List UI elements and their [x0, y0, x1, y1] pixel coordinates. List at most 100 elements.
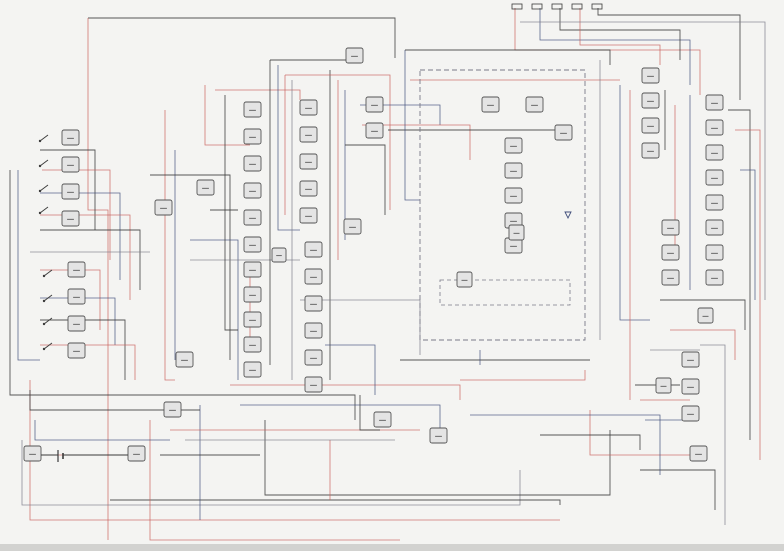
wire-black-6 [110, 499, 561, 505]
wire-black-15 [40, 229, 141, 290]
wire-blue-84 [325, 344, 376, 395]
component-body-9 [243, 128, 262, 145]
wire-black-51 [405, 49, 611, 65]
component-body-72 [23, 445, 42, 462]
component-body-25 [304, 268, 323, 285]
component-layer [23, 47, 724, 462]
switch-contact-6 [43, 317, 53, 325]
wire-red-69 [589, 410, 690, 456]
component-body-27 [304, 322, 323, 339]
dashed-subsystem-inner [439, 279, 571, 306]
rail-terminal-1 [531, 3, 543, 10]
switch-pivot-3 [38, 211, 42, 215]
switch-contact-1 [39, 159, 49, 167]
component-body-5 [67, 288, 86, 305]
component-body-3 [61, 210, 80, 227]
component-body-0 [61, 129, 80, 146]
component-body-14 [243, 261, 262, 278]
switch-pivot-2 [38, 189, 42, 193]
component-body-8 [243, 101, 262, 118]
component-body-60 [525, 96, 544, 113]
component-body-30 [504, 137, 523, 154]
switch-pivot-6 [42, 322, 46, 326]
wire-black-29 [224, 95, 238, 331]
dashed-subsystem-outer [419, 69, 586, 341]
rail-terminal-0 [511, 3, 523, 10]
component-body-19 [299, 99, 318, 116]
component-body-6 [67, 315, 86, 332]
component-body-7 [67, 342, 86, 359]
switch-pivot-5 [42, 299, 46, 303]
component-body-37 [641, 117, 660, 134]
component-body-50 [681, 351, 700, 368]
wire-red-4 [29, 380, 560, 521]
component-body-12 [243, 209, 262, 226]
wire-blue-31 [277, 65, 300, 231]
component-body-2 [61, 183, 80, 200]
component-body-56 [365, 96, 384, 113]
component-body-24 [304, 241, 323, 258]
top-terminal-rail [511, 3, 603, 10]
component-body-48 [661, 244, 680, 261]
component-body-73 [127, 445, 146, 462]
component-body-58 [343, 218, 362, 235]
wire-grey-5 [21, 440, 521, 506]
component-body-39 [705, 94, 724, 111]
component-body-54 [196, 179, 215, 196]
component-body-55 [154, 199, 173, 216]
wire-blue-50 [404, 50, 420, 201]
wire-black-9 [264, 420, 611, 496]
component-body-49 [661, 269, 680, 286]
component-body-68 [429, 427, 448, 444]
wire-black-62 [660, 299, 746, 330]
wire-blue-26 [190, 239, 239, 380]
wire-black-23 [150, 174, 231, 360]
component-body-62 [508, 224, 525, 241]
switch-contact-3 [39, 206, 49, 214]
wire-black-82 [359, 395, 380, 431]
wire-grey-72 [700, 344, 726, 525]
switch-contact-0 [39, 134, 49, 142]
component-body-28 [304, 349, 323, 366]
wire-black-46 [559, 8, 681, 60]
wire-black-39 [345, 144, 386, 215]
wire-red-47 [579, 8, 661, 65]
wire-red-85 [460, 370, 586, 381]
wire-blue-54 [619, 85, 650, 321]
component-body-65 [175, 351, 194, 368]
subsystem-boundary [419, 69, 586, 341]
component-body-16 [243, 311, 262, 328]
component-body-41 [705, 144, 724, 161]
component-body-61 [554, 124, 573, 141]
component-body-10 [243, 155, 262, 172]
component-body-69 [655, 377, 672, 394]
rail-terminal-2 [551, 3, 563, 10]
wire-red-28 [215, 89, 301, 100]
component-body-52 [681, 405, 700, 422]
diode-symbol [564, 211, 572, 220]
wire-red-60 [735, 129, 761, 460]
component-body-42 [705, 169, 724, 186]
wire-black-2 [9, 170, 160, 396]
component-body-22 [299, 180, 318, 197]
wire-grey-49 [520, 21, 766, 300]
component-body-18 [243, 361, 262, 378]
component-body-15 [243, 286, 262, 303]
switch-pivot-0 [38, 139, 42, 143]
component-body-35 [641, 67, 660, 84]
component-body-36 [641, 92, 660, 109]
wire-black-11 [40, 149, 96, 230]
wire-layer [9, 8, 766, 541]
scan-bottom-edge [0, 544, 784, 551]
component-body-29 [304, 376, 323, 393]
switch-contact-7 [43, 342, 53, 350]
component-body-43 [705, 194, 724, 211]
component-body-4 [67, 261, 86, 278]
wire-blue-75 [240, 404, 441, 430]
component-body-40 [705, 119, 724, 136]
switch-pivot-4 [42, 274, 46, 278]
wire-black-74 [160, 394, 356, 420]
wire-red-63 [670, 329, 736, 360]
component-body-71 [689, 445, 708, 462]
